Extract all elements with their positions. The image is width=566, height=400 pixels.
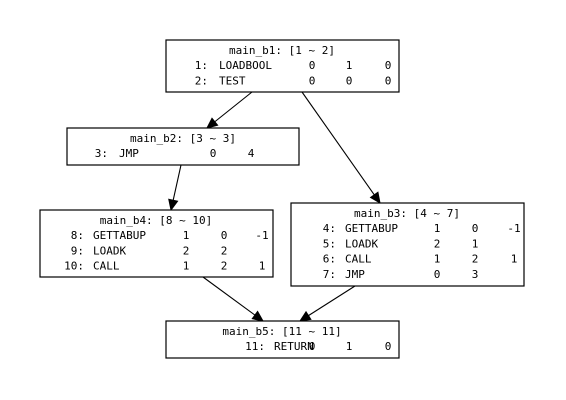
instruction-index: 1: (195, 59, 208, 72)
operand-a: 1 (183, 260, 190, 273)
block-main-b3: main_b3: [4 ~ 7] 4: GETTABUP 1 0 -1 5: LOADK 2 1 6… (290, 202, 525, 287)
operand-a: 2 (434, 237, 441, 250)
operand-a: 0 (210, 147, 217, 160)
operand-b: 0 (472, 222, 479, 235)
edge-main-b3-to-main-b5 (298, 285, 356, 322)
edge-line (308, 285, 356, 317)
block-box (66, 127, 300, 166)
operand-c: 1 (511, 253, 518, 266)
instruction-opcode: LOADK (345, 237, 378, 250)
operand-c: 0 (385, 59, 392, 72)
operand-a: 2 (183, 244, 190, 257)
operand-c: -1 (507, 222, 520, 235)
instruction-opcode: GETTABUP (345, 222, 398, 235)
instruction-index: 9: (71, 244, 84, 257)
operand-a: 0 (434, 268, 441, 281)
edge-line (202, 276, 256, 316)
operand-c: 0 (385, 74, 392, 87)
instruction-opcode: LOADK (93, 244, 126, 257)
instruction-index: 2: (195, 74, 208, 87)
block-main-b1: main_b1: [1 ~ 2] 1: LOADBOOL 0 1 0 2: TEST 0 0 0 (165, 39, 400, 93)
operand-b: 2 (221, 244, 228, 257)
block-box (165, 39, 400, 93)
edge-line (172, 164, 182, 201)
operand-b: 3 (472, 268, 479, 281)
instruction-opcode: JMP (119, 147, 139, 160)
edge-main-b4-to-main-b5 (202, 276, 264, 322)
operand-a: 0 (309, 74, 316, 87)
arrowhead (206, 117, 219, 129)
instruction-opcode: LOADBOOL (219, 59, 272, 72)
block-main-b2: main_b2: [3 ~ 3] 3: JMP 0 4 (66, 127, 300, 166)
edge-main-b2-to-main-b4 (168, 164, 182, 212)
operand-a: 1 (434, 253, 441, 266)
operand-b: 4 (248, 147, 255, 160)
instruction-opcode: JMP (345, 268, 365, 281)
block-main-b4: main_b4: [8 ~ 10] 8: GETTABUP 1 0 -1 9: LOADK 2 2… (39, 209, 274, 278)
block-box (165, 320, 400, 359)
block-title: main_b2: [3 ~ 3] (130, 132, 236, 145)
arrowhead (298, 310, 312, 322)
operand-a: 1 (183, 229, 190, 242)
operand-a: 0 (309, 59, 316, 72)
edge-line (214, 91, 253, 123)
operand-a: 1 (434, 222, 441, 235)
arrowhead (251, 310, 264, 322)
edge-main-b1-to-main-b2 (206, 91, 253, 129)
block-title: main_b1: [1 ~ 2] (229, 44, 335, 57)
instruction-index: 8: (71, 229, 84, 242)
operand-a: 0 (309, 340, 316, 353)
instruction-index: 10: (64, 260, 84, 273)
block-title: main_b4: [8 ~ 10] (100, 214, 213, 227)
edge-line (301, 91, 375, 196)
edge-main-b1-to-main-b3 (301, 91, 381, 204)
instruction-index: 6: (323, 253, 336, 266)
arrowhead (369, 191, 381, 204)
operand-b: 2 (472, 253, 479, 266)
instruction-opcode: CALL (345, 253, 372, 266)
operand-b: 1 (346, 340, 353, 353)
operand-c: 0 (385, 340, 392, 353)
block-title: main_b5: [11 ~ 11] (222, 325, 341, 338)
operand-b: 1 (472, 237, 479, 250)
operand-b: 2 (221, 260, 228, 273)
instruction-opcode: CALL (93, 260, 120, 273)
instruction-opcode: GETTABUP (93, 229, 146, 242)
instruction-index: 7: (323, 268, 336, 281)
instruction-index: 3: (95, 147, 108, 160)
arrowhead (168, 198, 179, 212)
block-title: main_b3: [4 ~ 7] (354, 207, 460, 220)
operand-b: 1 (346, 59, 353, 72)
block-box (290, 202, 525, 287)
edges-layer (168, 91, 381, 322)
instruction-opcode: TEST (219, 74, 246, 87)
operand-c: 1 (259, 260, 266, 273)
instruction-index: 11: (245, 340, 265, 353)
operand-b: 0 (346, 74, 353, 87)
instruction-index: 4: (323, 222, 336, 235)
instruction-opcode: RETURN (274, 340, 314, 353)
operand-b: 0 (221, 229, 228, 242)
operand-c: -1 (255, 229, 268, 242)
instruction-index: 5: (323, 237, 336, 250)
block-box (39, 209, 274, 278)
